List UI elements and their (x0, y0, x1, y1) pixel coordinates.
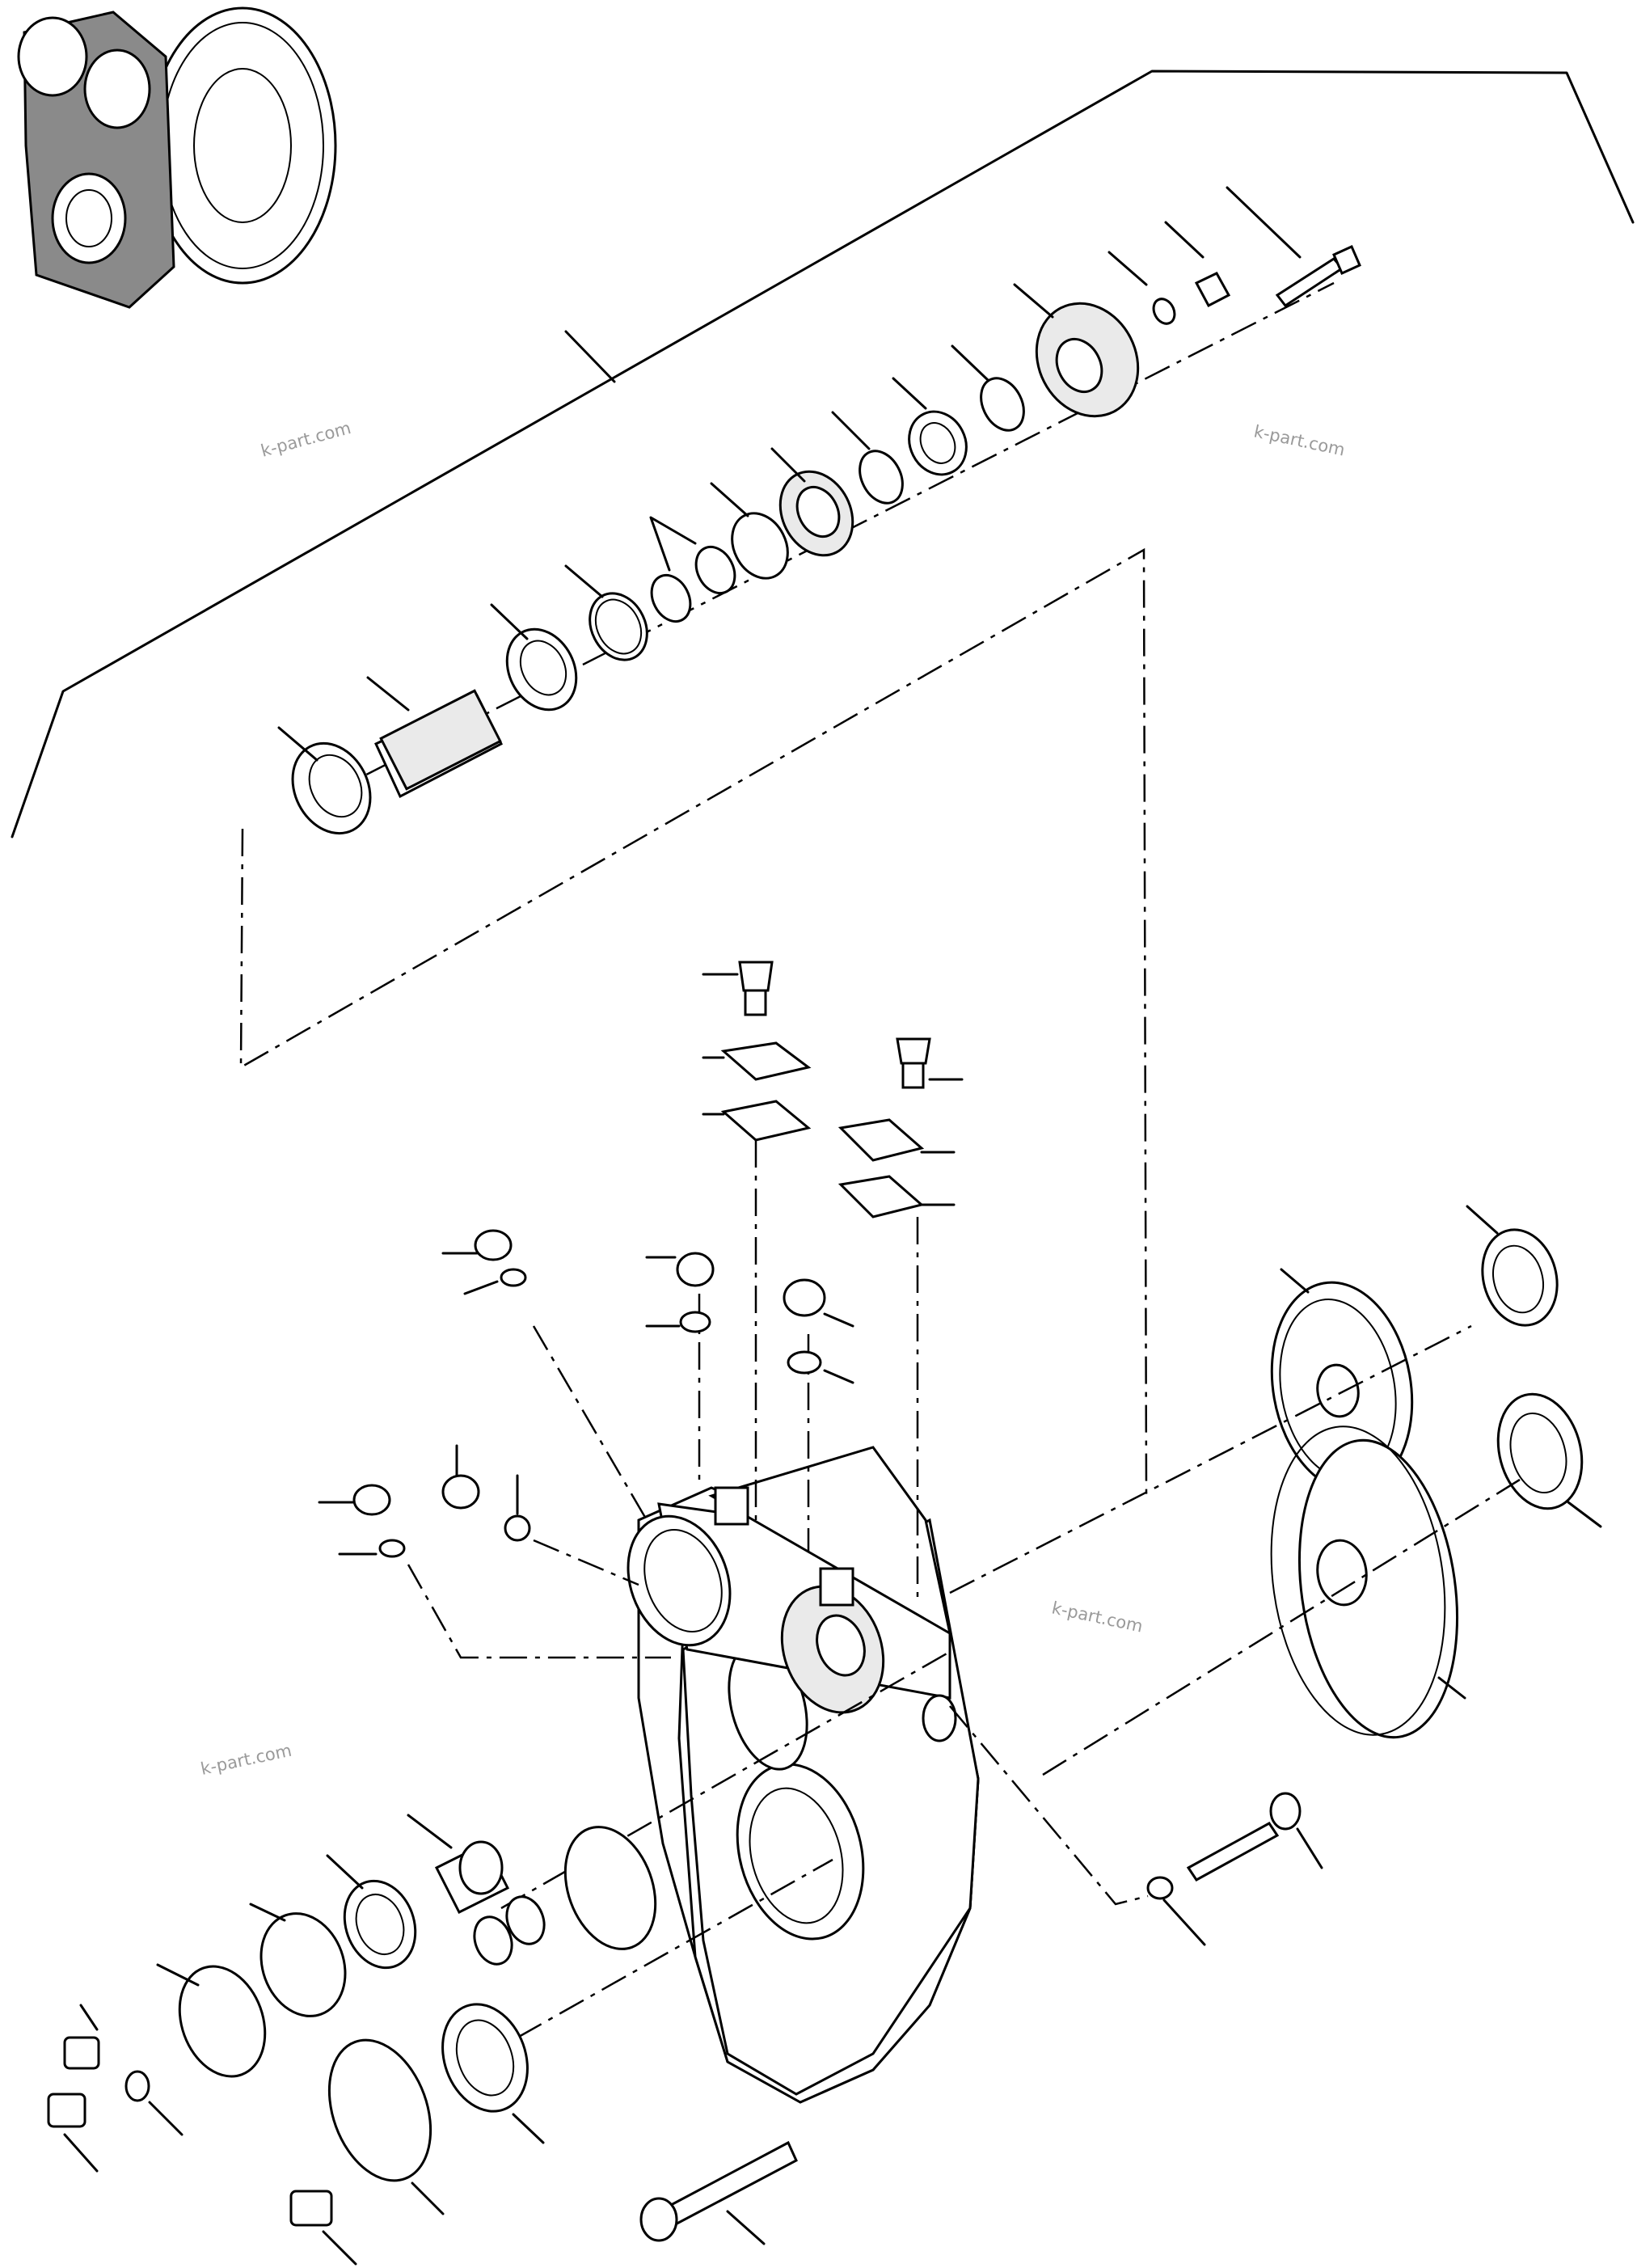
snap-ring-1 (564, 564, 648, 661)
shim-rings (649, 516, 736, 623)
snap-ring-2 (831, 411, 904, 505)
gear-bearings (1466, 1205, 1602, 1528)
gear-housing (627, 1446, 980, 2104)
large-seal-ring (1013, 283, 1140, 418)
upper-assembly-bracket (11, 70, 1635, 838)
seal-carrier (770, 447, 854, 557)
o-ring-disc (710, 482, 789, 580)
watermark-1: k-part.com (259, 418, 353, 461)
bearing-mid (490, 603, 578, 712)
gearbox-thumbnail (17, 6, 337, 309)
bushing (892, 377, 968, 476)
splined-shaft (366, 676, 504, 799)
lower-shaft-parts (47, 1814, 798, 2266)
washer-plug-bolt (1108, 186, 1361, 325)
watermark-3: k-part.com (1050, 1598, 1145, 1636)
watermark-4: k-part.com (199, 1741, 293, 1779)
side-bolt (1146, 1792, 1323, 1946)
snap-ring-3 (951, 344, 1025, 432)
bearing-left (277, 726, 372, 835)
cover-plates (702, 961, 964, 1218)
gear-large (1270, 1425, 1466, 1739)
watermark-2: k-part.com (1252, 421, 1347, 459)
drain-plugs (318, 1229, 854, 1558)
